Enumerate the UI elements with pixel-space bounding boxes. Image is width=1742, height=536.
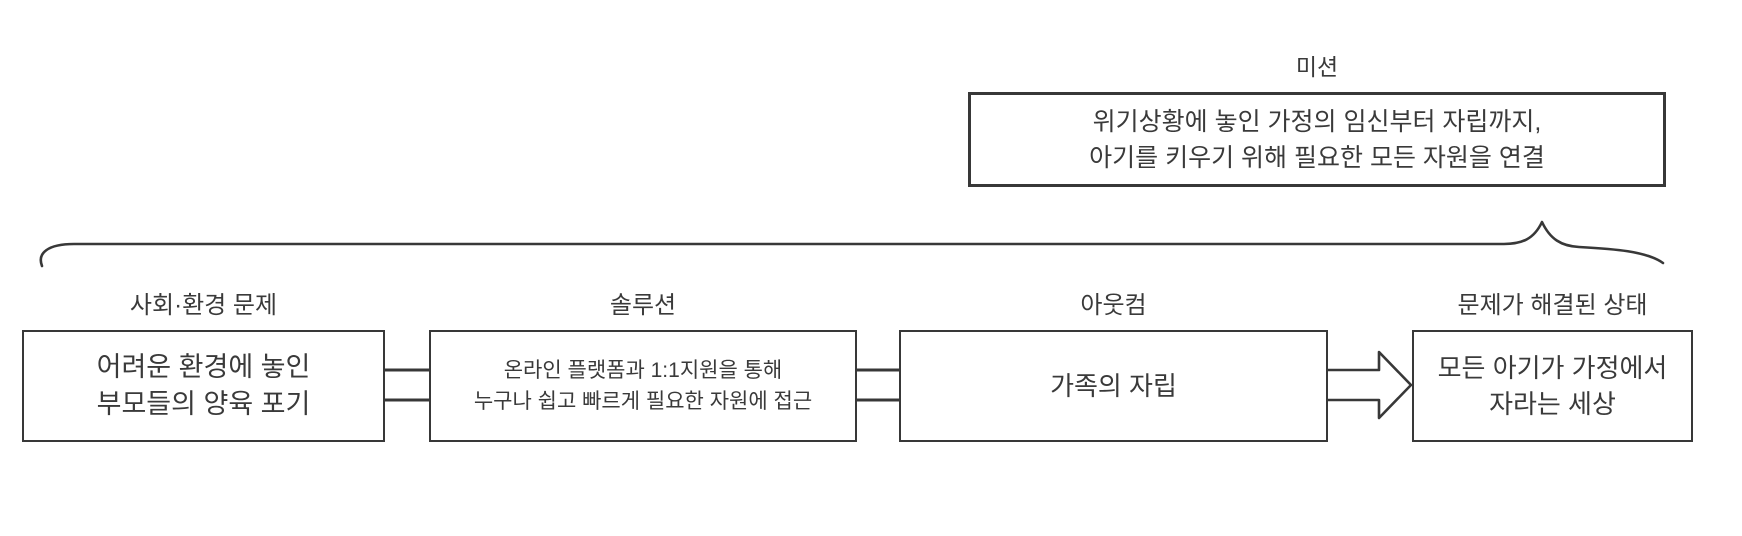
mission-label: 미션 <box>1295 54 1339 80</box>
solved-state-label: 문제가 해결된 상태 <box>1457 292 1648 319</box>
mission-text-line: 위기상황에 놓인 가정의 임신부터 자립까지, <box>1092 107 1542 136</box>
outcome-label: 아웃컴 <box>1080 292 1147 319</box>
mission-text-line: 아기를 키우기 위해 필요한 모든 자원을 연결 <box>1089 143 1545 172</box>
outcome-text-line: 가족의 자립 <box>1050 371 1177 401</box>
double-line-connector-icon <box>855 368 901 402</box>
solved-state-box: 모든 아기가 가정에서 자라는 세상 <box>1412 330 1693 442</box>
solved-state-text-line: 자라는 세상 <box>1489 389 1616 419</box>
mission-box: 위기상황에 놓인 가정의 임신부터 자립까지, 아기를 키우기 위해 필요한 모… <box>968 92 1666 187</box>
solution-text-line: 온라인 플랫폼과 1:1지원을 통해 <box>503 359 783 382</box>
outcome-box: 가족의 자립 <box>899 330 1328 442</box>
problem-label: 사회·환경 문제 <box>129 292 278 319</box>
problem-box: 어려운 환경에 놓인 부모들의 양육 포기 <box>22 330 385 442</box>
solution-text-line: 누구나 쉽고 빠르게 필요한 자원에 접근 <box>473 390 813 413</box>
problem-text-line: 부모들의 양육 포기 <box>96 389 311 419</box>
problem-text-line: 어려운 환경에 놓인 <box>96 352 311 382</box>
curly-brace-icon <box>39 220 1665 268</box>
block-arrow-right-icon <box>1326 350 1413 420</box>
solved-state-text-line: 모든 아기가 가정에서 <box>1437 353 1668 383</box>
solution-label: 솔루션 <box>609 292 677 319</box>
double-line-connector-icon <box>383 368 431 402</box>
solution-box: 온라인 플랫폼과 1:1지원을 통해 누구나 쉽고 빠르게 필요한 자원에 접근 <box>429 330 857 442</box>
